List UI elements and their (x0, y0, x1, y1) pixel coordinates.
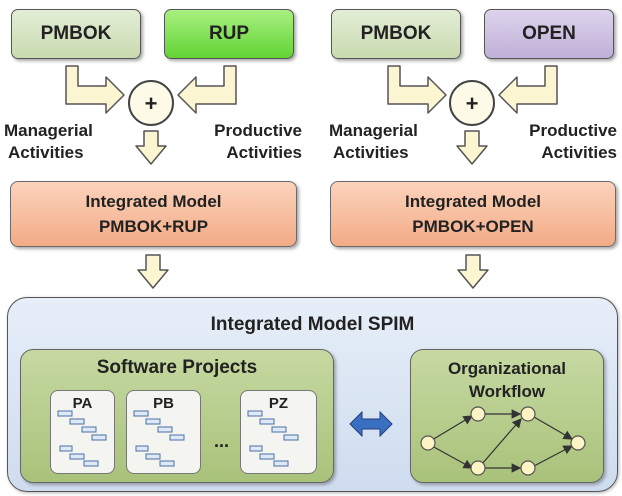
workflow-line: Organizational (447, 359, 567, 378)
label-line: Productive (529, 121, 617, 140)
label-line: Activities (541, 143, 617, 162)
plus-symbol: + (466, 91, 479, 116)
managerial-activities-label-left: Managerial Activities (4, 120, 93, 164)
organizational-workflow-box (410, 349, 604, 483)
model-title: Integrated Model (404, 192, 541, 211)
software-projects-title: Software Projects (96, 357, 258, 378)
label-line: Productive (214, 121, 302, 140)
model-title: Integrated Model (85, 192, 222, 211)
pmbok-box-right: PMBOK (331, 9, 461, 59)
bidirectional-arrow-icon (349, 410, 393, 438)
workflow-graph-icon (420, 406, 586, 476)
label-line: Activities (333, 143, 409, 162)
integrated-model-pmbok-rup: Integrated Model PMBOK+RUP (10, 181, 297, 247)
project-label: PA (72, 395, 93, 412)
projects-ellipsis: ... (214, 431, 230, 451)
down-arrow-icon (137, 254, 169, 289)
project-label: PB (153, 395, 174, 412)
task-diagram-icon (133, 410, 185, 467)
label-line: Activities (226, 143, 302, 162)
down-arrow-icon (456, 130, 488, 165)
model-subtitle: PMBOK+OPEN (412, 217, 534, 236)
rup-box: RUP (164, 9, 294, 59)
bent-arrow-right-icon (387, 65, 447, 114)
label-line: Managerial (4, 121, 93, 140)
task-diagram-icon (247, 410, 299, 467)
label-line: Activities (8, 143, 84, 162)
spim-title: Integrated Model SPIM (210, 314, 415, 335)
down-arrow-icon (457, 254, 489, 289)
bent-arrow-right-icon (65, 65, 125, 114)
pmbok-label-right: PMBOK (360, 23, 432, 44)
bent-arrow-left-icon (498, 65, 558, 114)
pmbok-box-left: PMBOK (11, 9, 141, 59)
down-arrow-icon (135, 130, 167, 165)
model-subtitle: PMBOK+RUP (98, 217, 209, 236)
project-label: PZ (268, 395, 289, 412)
open-box: OPEN (484, 9, 614, 59)
bent-arrow-left-icon (177, 65, 237, 114)
pmbok-label-left: PMBOK (40, 23, 112, 44)
workflow-line: Workflow (468, 382, 546, 401)
task-diagram-icon (57, 410, 107, 467)
organizational-workflow-title: Organizational Workflow (410, 357, 604, 403)
open-label: OPEN (522, 23, 576, 44)
managerial-activities-label-right: Managerial Activities (329, 120, 418, 164)
plus-circle-icon: + (128, 80, 174, 126)
integrated-model-pmbok-open: Integrated Model PMBOK+OPEN (330, 181, 616, 247)
plus-circle-icon: + (449, 80, 495, 126)
plus-symbol: + (145, 91, 158, 116)
productive-activities-label-right: Productive Activities (505, 120, 617, 164)
productive-activities-label-left: Productive Activities (194, 120, 302, 164)
rup-label: RUP (208, 23, 250, 44)
label-line: Managerial (329, 121, 418, 140)
